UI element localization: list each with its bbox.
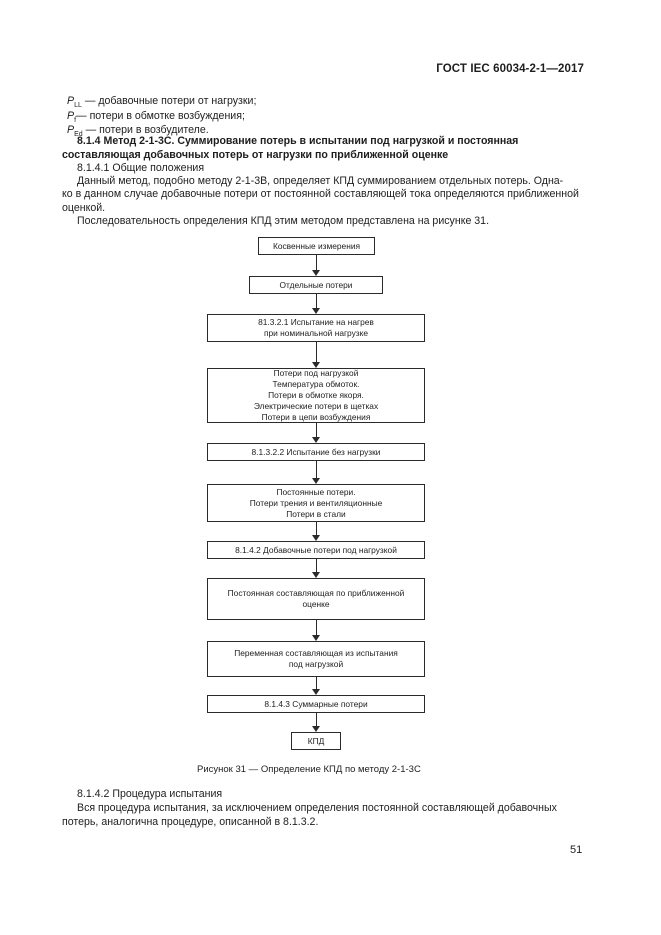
flow-box-temperature-test: 81.3.2.1 Испытание на нагрев при номинал… <box>207 314 425 342</box>
paragraph-line: потерь, аналогична процедуре, описанной … <box>62 816 319 828</box>
flow-box-text: 8.1.3.2.2 Испытание без нагрузки <box>251 446 381 457</box>
connector-line <box>316 713 317 726</box>
arrow-down-icon <box>312 478 320 484</box>
symbol-definition-ped: PEd — потери в возбудителе. <box>67 123 209 142</box>
figure-caption: Рисунок 31 — Определение КПД по методу 2… <box>197 764 421 775</box>
flow-box-text: 81.3.2.1 Испытание на нагрев <box>258 317 374 327</box>
paragraph-line: оценкой. <box>62 202 106 214</box>
flow-box-constant-losses: Постоянные потери. Потери трения и венти… <box>207 484 425 522</box>
connector-line <box>316 342 317 362</box>
subsection-heading: 8.1.4.1 Общие положения <box>77 162 205 174</box>
arrow-down-icon <box>312 726 320 732</box>
arrow-down-icon <box>312 635 320 641</box>
flow-box-separate-losses: Отдельные потери <box>249 276 383 294</box>
flow-box-text: 8.1.4.3 Суммарные потери <box>264 698 368 709</box>
symbol-letter: P <box>67 124 75 136</box>
symbol-text: — добавочные потери от нагрузки; <box>81 95 257 107</box>
flow-box-text: Постоянная составляющая по приближенной <box>227 588 405 598</box>
arrow-down-icon <box>312 308 320 314</box>
paragraph-line: Последовательность определения КПД этим … <box>77 215 490 227</box>
document-header: ГОСТ IEC 60034-2-1—2017 <box>436 63 584 75</box>
paragraph-line: Данный метод, подобно методу 2-1-3В, опр… <box>77 175 564 187</box>
arrow-down-icon <box>312 270 320 276</box>
flow-box-text: 8.1.4.2 Добавочные потери под нагрузкой <box>235 544 397 555</box>
flow-box-total-losses: 8.1.4.3 Суммарные потери <box>207 695 425 713</box>
flow-box-efficiency: КПД <box>291 732 341 750</box>
symbol-subscript: Ed <box>74 131 83 138</box>
flow-box-text: Электрические потери в щетках <box>253 401 379 411</box>
symbol-letter: P <box>67 95 75 107</box>
symbol-definition-pf: Pf— потери в обмотке возбуждения; <box>67 109 245 128</box>
flow-box-text: оценке <box>302 599 330 609</box>
section-title-line1: 8.1.4 Метод 2-1-3С. Суммирование потерь … <box>77 135 519 147</box>
arrow-down-icon <box>312 437 320 443</box>
flow-box-text: Потери трения и вентиляционные <box>249 497 383 508</box>
symbol-text: — потери в обмотке возбуждения; <box>76 110 245 122</box>
flow-box-constant-component: Постоянная составляющая по приближенной … <box>207 578 425 620</box>
flow-box-text: Постоянные потери. <box>276 486 356 497</box>
connector-line <box>316 461 317 478</box>
flow-box-load-losses: Потери под нагрузкой Температура обмоток… <box>207 368 425 423</box>
procedure-heading: 8.1.4.2 Процедура испытания <box>77 788 223 800</box>
symbol-definition-pll: PLL — добавочные потери от нагрузки; <box>67 94 256 113</box>
flow-box-text: Потери в обмотке якоря. <box>268 390 364 400</box>
arrow-down-icon <box>312 362 320 368</box>
symbol-subscript: f <box>74 117 77 124</box>
flow-box-additional-load-losses: 8.1.4.2 Добавочные потери под нагрузкой <box>207 541 425 559</box>
flow-box-text: Потери в стали <box>286 508 346 519</box>
flow-box-indirect-measurements: Косвенные измерения <box>258 237 375 255</box>
flow-box-text: Переменная составляющая из испытания <box>234 648 398 658</box>
connector-line <box>316 559 317 572</box>
page-number: 51 <box>570 844 583 856</box>
symbol-subscript: LL <box>74 102 82 109</box>
symbol-text: — потери в возбудителе. <box>82 124 209 136</box>
arrow-down-icon <box>312 689 320 695</box>
flow-box-variable-component: Переменная составляющая из испытания под… <box>207 641 425 677</box>
symbol-letter: P <box>67 110 75 122</box>
connector-line <box>316 522 317 535</box>
flow-box-text: при номинальной нагрузке <box>263 328 369 338</box>
paragraph-line: Вся процедура испытания, за исключением … <box>77 802 557 814</box>
flow-box-text: Потери в цепи возбуждения <box>261 412 371 422</box>
connector-line <box>316 255 317 270</box>
flow-box-no-load-test: 8.1.3.2.2 Испытание без нагрузки <box>207 443 425 461</box>
connector-line <box>316 677 317 689</box>
connector-line <box>316 294 317 308</box>
flow-box-text: Косвенные измерения <box>272 240 361 251</box>
arrow-down-icon <box>312 535 320 541</box>
flow-box-text: Потери под нагрузкой <box>273 368 359 378</box>
paragraph-line: ко в данном случае добавочные потери от … <box>62 188 579 200</box>
flow-box-text: Отдельные потери <box>279 279 353 290</box>
flow-box-text: под нагрузкой <box>288 659 344 669</box>
flow-box-text: Температура обмоток. <box>272 379 360 389</box>
connector-line <box>316 423 317 437</box>
flow-box-text: КПД <box>307 735 325 746</box>
arrow-down-icon <box>312 572 320 578</box>
section-title-line2: составляющая добавочных потерь от нагруз… <box>62 149 449 161</box>
connector-line <box>316 620 317 635</box>
